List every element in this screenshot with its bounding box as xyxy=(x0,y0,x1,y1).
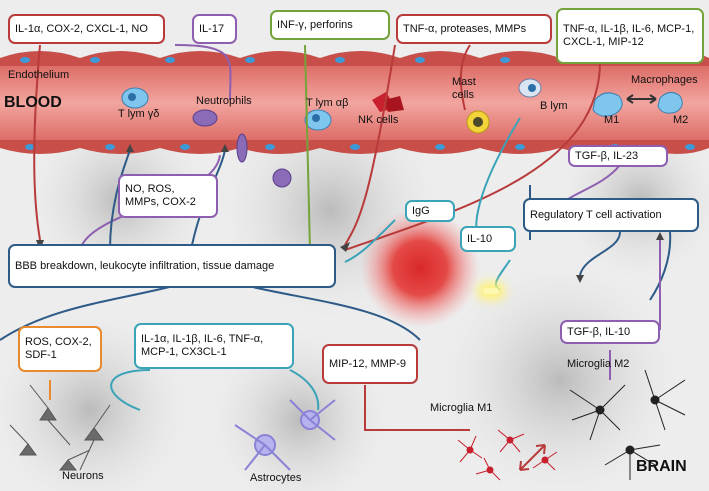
m1-m2-arrow xyxy=(626,94,657,104)
box-il10: IL-10 xyxy=(460,226,516,252)
m2-label: M2 xyxy=(673,114,689,126)
t-lym-gd-label: T lym γδ xyxy=(118,108,160,120)
m1-m2-microglia-arrow xyxy=(519,444,546,471)
nk-cells xyxy=(372,92,404,112)
box-tnf-il1: TNF-α, IL-1β, IL-6, MCP-1, CXCL-1, MIP-1… xyxy=(556,8,704,64)
m1-label: M1 xyxy=(604,114,620,126)
box-igg: IgG xyxy=(405,200,455,222)
t-lym-ab-cell xyxy=(304,109,332,131)
box-ros-cox: ROS, COX-2, SDF-1 xyxy=(18,326,102,372)
nk-cells-label: NK cells xyxy=(358,114,399,126)
neutrophil-tissue xyxy=(272,168,292,188)
macrophage-m2 xyxy=(657,92,683,114)
macrophages-label: Macrophages xyxy=(631,74,698,86)
box-tnf-proteases: TNF-α, proteases, MMPs xyxy=(396,14,552,44)
mast-cell xyxy=(466,110,490,134)
t-lym-gd-cell xyxy=(121,87,149,109)
b-lym-cell xyxy=(518,78,542,98)
neuroprotection-label xyxy=(483,288,499,294)
box-tgf-il10: TGF-β, IL-10 xyxy=(560,320,660,344)
blood-vessel xyxy=(0,58,709,148)
box-no-ros: NO, ROS, MMPs, COX-2 xyxy=(118,174,218,218)
endothelium-label: Endothelium xyxy=(8,69,70,81)
box-tgf-il23: TGF-β, IL-23 xyxy=(568,145,668,167)
box-mip-mmp: MIP-12, MMP-9 xyxy=(322,344,418,384)
box-il17: IL-17 xyxy=(192,14,237,44)
microglia-m2-label: Microglia M2 xyxy=(567,358,630,370)
neurons-label: Neurons xyxy=(62,470,104,482)
brain-label: BRAIN xyxy=(636,458,687,475)
box-bbb: BBB breakdown, leukocyte infiltration, t… xyxy=(8,244,336,288)
t-lym-ab-label: T lym αβ xyxy=(306,97,349,109)
neutrophils-label: Neutrophils xyxy=(196,95,252,107)
neurons-graphic xyxy=(9,384,111,471)
neutrophil-transmigrating xyxy=(236,133,248,163)
microglia-m2-graphic xyxy=(569,369,686,480)
mast-cells-label: Mast cells xyxy=(452,76,476,101)
microglia-m1-graphic xyxy=(457,429,558,481)
blood-label: BLOOD xyxy=(4,94,62,111)
b-lym-label: B lym xyxy=(540,100,568,112)
box-regulatory-t: Regulatory T cell activation xyxy=(523,198,699,232)
astrocytes-graphic xyxy=(234,399,336,471)
lesion xyxy=(360,208,480,328)
box-inf: INF-γ, perforins xyxy=(270,10,390,40)
box-il1-il6: IL-1α, IL-1β, IL-6, TNF-α, MCP-1, CX3CL-… xyxy=(134,323,294,369)
neutrophil-cell xyxy=(192,109,218,127)
microglia-m1-label: Microglia M1 xyxy=(430,402,493,414)
astrocytes-label: Astrocytes xyxy=(250,472,302,484)
box-il1-cox: IL-1α, COX-2, CXCL-1, NO xyxy=(8,14,165,44)
macrophage-m1 xyxy=(592,92,623,117)
